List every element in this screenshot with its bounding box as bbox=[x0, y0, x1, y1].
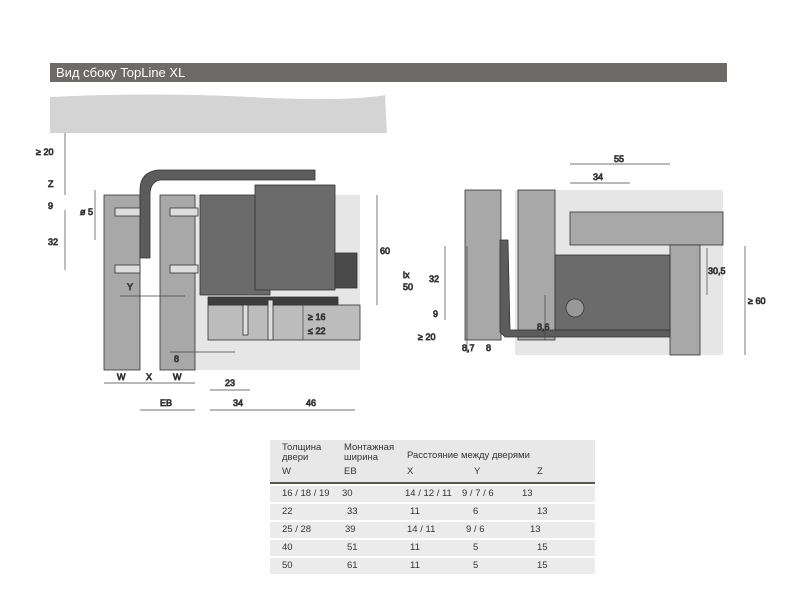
header-y: Y bbox=[474, 466, 481, 477]
dim-le22: ≤ 22 bbox=[308, 326, 325, 336]
dim-ge20-right: ≥ 20 bbox=[418, 332, 435, 342]
dim-d5: ø 5 bbox=[80, 207, 93, 217]
dim-w-outer: W bbox=[117, 372, 126, 382]
cell-z: 15 bbox=[537, 542, 548, 553]
header-distance: Расстояние между дверями bbox=[407, 450, 530, 461]
cell-eb: 30 bbox=[342, 488, 353, 499]
cell-z: 15 bbox=[537, 560, 548, 571]
cell-w: 40 bbox=[282, 542, 293, 553]
dim-y: Y bbox=[127, 282, 133, 292]
dim-eb: EB bbox=[160, 398, 172, 408]
mechanism-2 bbox=[254, 184, 336, 291]
door-panel-inner bbox=[159, 194, 196, 371]
cell-y: 5 bbox=[473, 560, 479, 571]
header-eb: EB bbox=[344, 466, 357, 477]
dimension-lines bbox=[64, 133, 378, 411]
dim-32-right: 32 bbox=[429, 274, 439, 284]
right-front-view: 55 34 ix 50 32 9 ≥ 20 8,7 8 8,6 30,5 ≥ 6… bbox=[403, 154, 766, 356]
cell-y: 9 / 7 / 6 bbox=[462, 488, 494, 499]
cell-w: 25 / 28 bbox=[282, 524, 312, 535]
left-side-view: ≥ 20 Z 9 ø 5 32 Y 60 ≥ 16 ≤ 22 8 W X W 2… bbox=[36, 94, 390, 411]
cell-y: 9 / 6 bbox=[466, 524, 485, 535]
door-panel-outer bbox=[103, 194, 141, 371]
dim-cut-2: 50 bbox=[403, 282, 413, 292]
dim-ge16: ≥ 16 bbox=[308, 312, 325, 322]
cell-eb: 33 bbox=[347, 506, 358, 517]
dim-46: 46 bbox=[306, 398, 316, 408]
top-rail bbox=[139, 169, 316, 259]
header-z: Z bbox=[537, 466, 543, 477]
adjust-wheel bbox=[565, 298, 585, 318]
ceiling-board bbox=[50, 94, 387, 133]
dim-23: 23 bbox=[225, 378, 235, 388]
cell-eb: 61 bbox=[347, 560, 358, 571]
cell-eb: 39 bbox=[345, 524, 356, 535]
dim-30-5: 30,5 bbox=[708, 266, 726, 276]
section-title: Вид сбоку TopLine XL bbox=[50, 63, 727, 82]
dim-8-right: 8 bbox=[486, 343, 491, 353]
dimension-lines-right bbox=[444, 163, 746, 355]
header-mounting-width: Монтажная ширина bbox=[344, 442, 395, 463]
cell-eb: 51 bbox=[347, 542, 358, 553]
cell-y: 5 bbox=[473, 542, 479, 553]
cell-y: 6 bbox=[473, 506, 479, 517]
dim-32: 32 bbox=[48, 237, 58, 247]
table-row: 16 / 18 / 19 30 14 / 12 / 11 9 / 7 / 6 1… bbox=[270, 486, 595, 502]
cell-x: 11 bbox=[410, 506, 420, 517]
dim-x: X bbox=[146, 372, 152, 382]
cell-w: 22 bbox=[282, 506, 293, 517]
cell-w: 16 / 18 / 19 bbox=[282, 488, 330, 499]
header-door-thickness: Толщина двери bbox=[282, 442, 322, 463]
dim-w-inner: W bbox=[173, 372, 182, 382]
door-panel-front-2 bbox=[517, 189, 556, 341]
cell-z: 13 bbox=[530, 524, 541, 535]
mechanism-front bbox=[554, 254, 671, 331]
dim-34: 34 bbox=[233, 398, 243, 408]
dim-9: 9 bbox=[48, 201, 53, 211]
cell-x: 14 / 12 / 11 bbox=[405, 488, 452, 499]
cell-w: 50 bbox=[282, 560, 293, 571]
table-row: 50 61 11 5 15 bbox=[270, 558, 595, 574]
dim-8: 8 bbox=[174, 354, 179, 364]
dim-ge20: ≥ 20 bbox=[36, 147, 53, 157]
dim-34-right: 34 bbox=[593, 172, 603, 182]
cell-z: 13 bbox=[522, 488, 533, 499]
dim-9-right: 9 bbox=[433, 309, 438, 319]
dim-z: Z bbox=[48, 179, 54, 189]
table-header: Толщина двери W Монтажная ширина EB Расс… bbox=[270, 440, 595, 484]
bottom-rail-right bbox=[499, 239, 671, 338]
table-row: 25 / 28 39 14 / 11 9 / 6 13 bbox=[270, 522, 595, 538]
cell-x: 14 / 11 bbox=[407, 524, 436, 535]
dim-cut-1: ix bbox=[403, 270, 410, 280]
door-panel-front-1 bbox=[464, 189, 502, 341]
table-row: 22 33 11 6 13 bbox=[270, 504, 595, 520]
screws bbox=[114, 207, 274, 341]
dim-60: 60 bbox=[380, 246, 390, 256]
dim-ge60: ≥ 60 bbox=[748, 296, 765, 306]
table-row: 40 51 11 5 15 bbox=[270, 540, 595, 556]
dim-55: 55 bbox=[614, 154, 624, 164]
drawer-bottom-board bbox=[207, 304, 361, 341]
header-x: X bbox=[407, 466, 414, 477]
header-w: W bbox=[282, 466, 291, 477]
dimensions-table: Толщина двери W Монтажная ширина EB Расс… bbox=[270, 440, 595, 574]
cell-z: 13 bbox=[537, 506, 548, 517]
dim-8-7: 8,7 bbox=[462, 343, 475, 353]
cell-x: 11 bbox=[410, 542, 420, 553]
top-board-right bbox=[569, 211, 724, 246]
side-post bbox=[669, 244, 701, 356]
cell-x: 11 bbox=[410, 560, 420, 571]
damper bbox=[334, 252, 358, 289]
dim-8-6: 8,6 bbox=[537, 322, 550, 332]
